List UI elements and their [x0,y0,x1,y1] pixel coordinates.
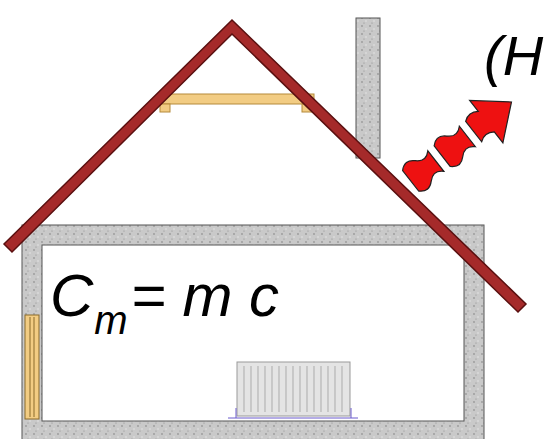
attic-beam [158,94,314,112]
formula-fragment: (H [484,28,543,84]
subscript: m [94,300,127,340]
house-walls [22,225,484,439]
radiator [228,362,358,418]
window [25,315,39,419]
heat-arrows [394,81,528,202]
chimney [356,18,380,158]
formula-text: = m c [131,266,279,326]
heat-capacity-symbol: C [50,266,93,326]
